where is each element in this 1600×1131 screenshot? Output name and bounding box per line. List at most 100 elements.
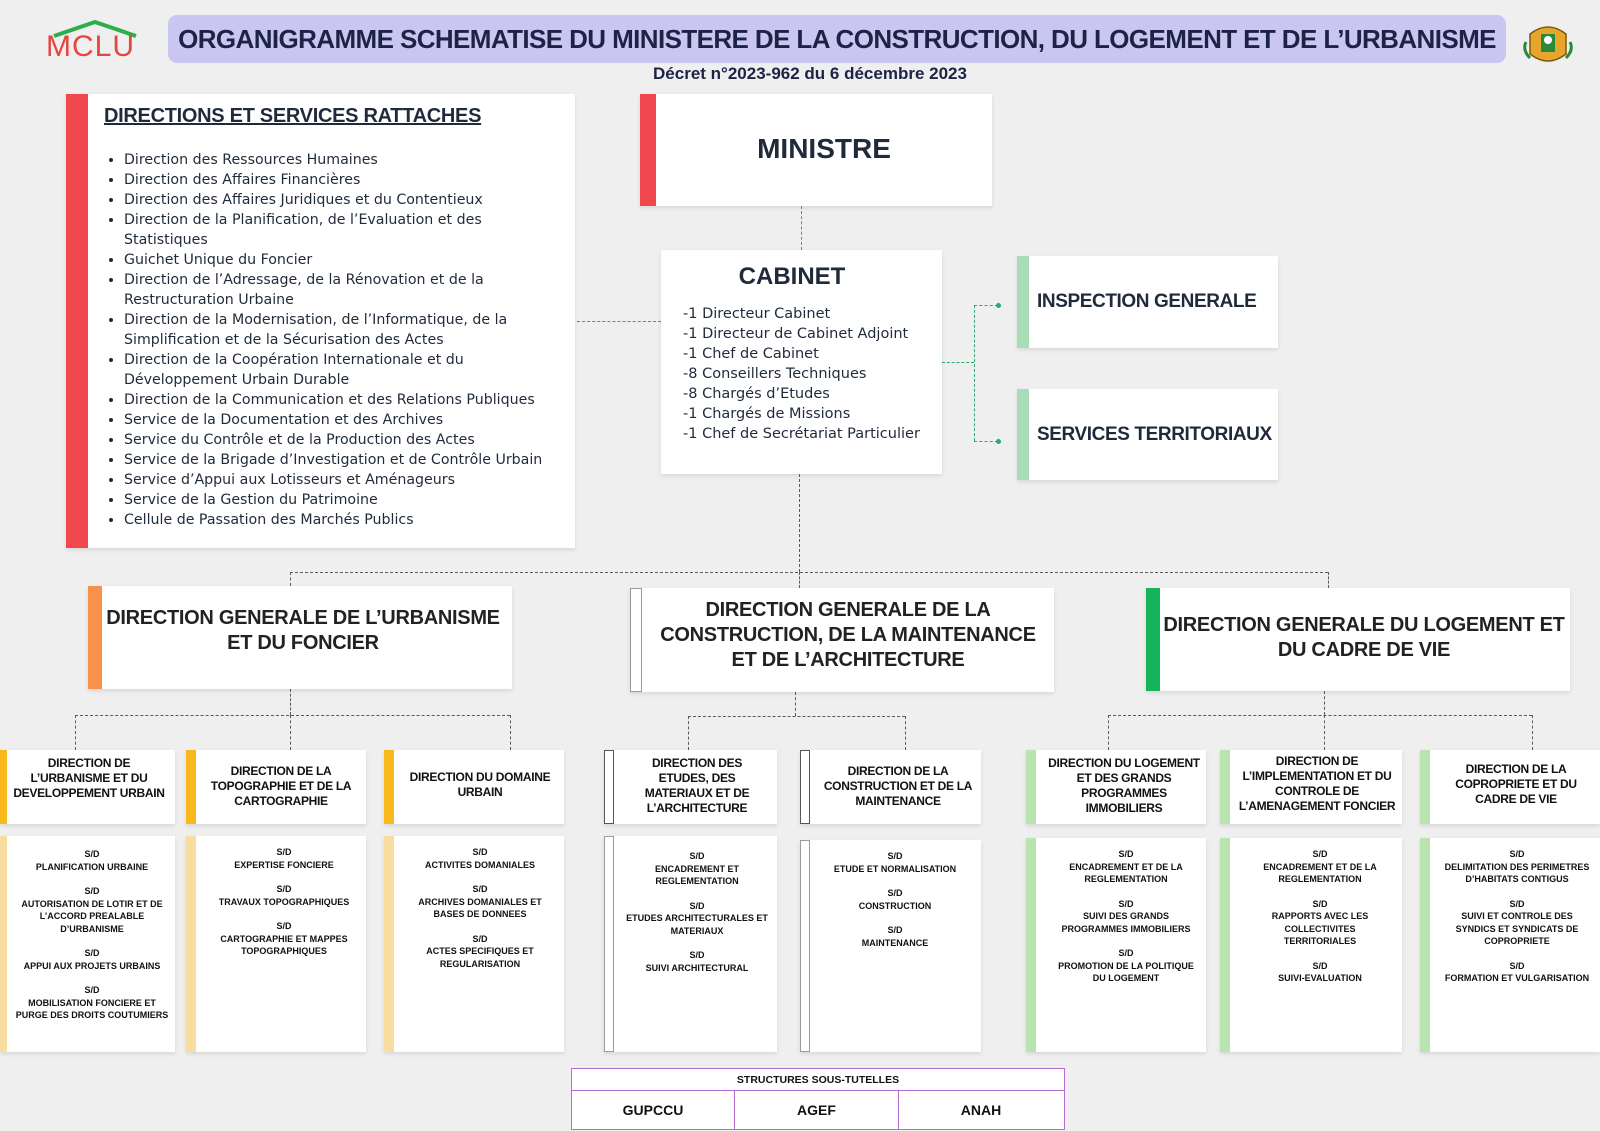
direction-card: DIRECTION DE L’IMPLEMENTATION ET DU CONT…: [1220, 750, 1402, 824]
ministre-title: MINISTRE: [757, 133, 891, 164]
list-item: Service du Contrôle et de la Production …: [124, 430, 566, 450]
rattaches-card: DIRECTIONS ET SERVICES RATTACHES Directi…: [66, 94, 575, 548]
coat-of-arms-icon: [1522, 20, 1574, 70]
connector-cabinet-dg: [799, 474, 800, 572]
list-item: Direction des Ressources Humaines: [124, 150, 566, 170]
dg-urbanisme-title: DIRECTION GENERALE DE L’URBANISME ET DU …: [106, 607, 500, 654]
connector-dot: [996, 303, 1001, 308]
dg-logement-card: DIRECTION GENERALE DU LOGEMENT ET DU CAD…: [1146, 588, 1570, 691]
dg-logement-title: DIRECTION GENERALE DU LOGEMENT ET DU CAD…: [1163, 614, 1565, 661]
direction-title: DIRECTION DES ETUDES, DES MATERIAUX ET D…: [644, 756, 750, 815]
connector-to-inspection: [974, 305, 998, 306]
dg-urbanisme-card: DIRECTION GENERALE DE L’URBANISME ET DU …: [88, 586, 512, 689]
connector-dir: [1324, 715, 1325, 750]
tutelle-gupccu: GUPCCU: [572, 1091, 735, 1129]
connector-dg1-down: [290, 689, 291, 715]
ministre-card: MINISTRE: [640, 94, 992, 206]
direction-title: DIRECTION DE L’URBANISME ET DU DEVELOPPE…: [13, 756, 165, 800]
connector-dir: [905, 716, 906, 750]
tutelle-agef: AGEF: [735, 1091, 899, 1129]
dg-construction-title: DIRECTION GENERALE DE LA CONSTRUCTION, D…: [660, 599, 1036, 671]
list-item: Direction des Affaires Juridiques et du …: [124, 190, 566, 210]
list-item: Direction de la Modernisation, de l’Info…: [124, 310, 566, 350]
direction-title: DIRECTION DE LA COPROPRIETE ET DU CADRE …: [1455, 762, 1577, 806]
page-title: ORGANIGRAMME SCHEMATISE DU MINISTERE DE …: [178, 24, 1496, 54]
list-item: Direction des Affaires Financières: [124, 170, 566, 190]
cabinet-member: -1 Chef de Cabinet: [683, 346, 819, 362]
cabinet-member: -1 Directeur Cabinet: [683, 306, 831, 322]
connector-dir: [290, 715, 291, 750]
connector-dg1: [290, 572, 291, 586]
connector-right-vertical: [974, 305, 975, 441]
tutelles-table: STRUCTURES SOUS-TUTELLES GUPCCU AGEF ANA…: [571, 1068, 1065, 1130]
direction-title: DIRECTION DU LOGEMENT ET DES GRANDS PROG…: [1048, 756, 1200, 815]
list-item: Direction de l’Adressage, de la Rénovati…: [124, 270, 566, 310]
connector-dg2-horizontal: [688, 716, 905, 717]
connector-dir: [75, 715, 76, 750]
direction-card: DIRECTION DU LOGEMENT ET DES GRANDS PROG…: [1026, 750, 1206, 824]
connector-dot: [996, 439, 1001, 444]
direction-title: DIRECTION DE LA CONSTRUCTION ET DE LA MA…: [823, 764, 973, 808]
list-item: Guichet Unique du Foncier: [124, 250, 566, 270]
title-band: [168, 15, 1506, 63]
connector-dir: [510, 715, 511, 750]
decree-subtitle: Décret n°2023-962 du 6 décembre 2023: [653, 64, 967, 83]
inspection-title: INSPECTION GENERALE: [1037, 291, 1257, 312]
territoriaux-card: SERVICES TERRITORIAUX: [1017, 389, 1278, 480]
list-item: Service de la Documentation et des Archi…: [124, 410, 566, 430]
list-item: Direction de la Communication et des Rel…: [124, 390, 566, 410]
tutelle-anah: ANAH: [960, 1102, 1002, 1118]
connector-dg2-down: [795, 692, 796, 716]
connector-dg2: [799, 572, 800, 588]
cabinet-member: -1 Chef de Secrétariat Particulier: [683, 426, 920, 442]
inspection-card: INSPECTION GENERALE: [1017, 256, 1278, 348]
connector-dir: [1108, 715, 1109, 750]
cabinet-members: -1 Directeur Cabinet -1 Directeur de Cab…: [683, 304, 938, 444]
connector-dir: [1532, 715, 1533, 750]
connector-to-territoriaux: [974, 441, 998, 442]
cabinet-title: CABINET: [738, 263, 846, 290]
connector-dg3-down: [1324, 691, 1325, 715]
list-item: Direction de la Coopération Internationa…: [124, 350, 566, 390]
connector-dir: [688, 716, 689, 750]
connector-cabinet-right: [942, 362, 974, 363]
house-roof-icon: [53, 19, 137, 38]
list-item: Service de la Brigade d’Investigation et…: [124, 450, 566, 470]
direction-title: DIRECTION DE LA TOPOGRAPHIE ET DE LA CAR…: [210, 764, 352, 808]
territoriaux-title: SERVICES TERRITORIAUX: [1037, 424, 1272, 445]
connector-cabinet-rattaches: [577, 321, 661, 322]
list-item: Direction de la Planification, de l’Eval…: [124, 210, 566, 250]
list-item: Service d’Appui aux Lotisseurs et Aménag…: [124, 470, 566, 490]
cabinet-member: -8 Conseillers Techniques: [683, 366, 867, 382]
ministry-logo: MCLU: [40, 18, 150, 70]
rattaches-title: DIRECTIONS ET SERVICES RATTACHES: [104, 105, 482, 127]
